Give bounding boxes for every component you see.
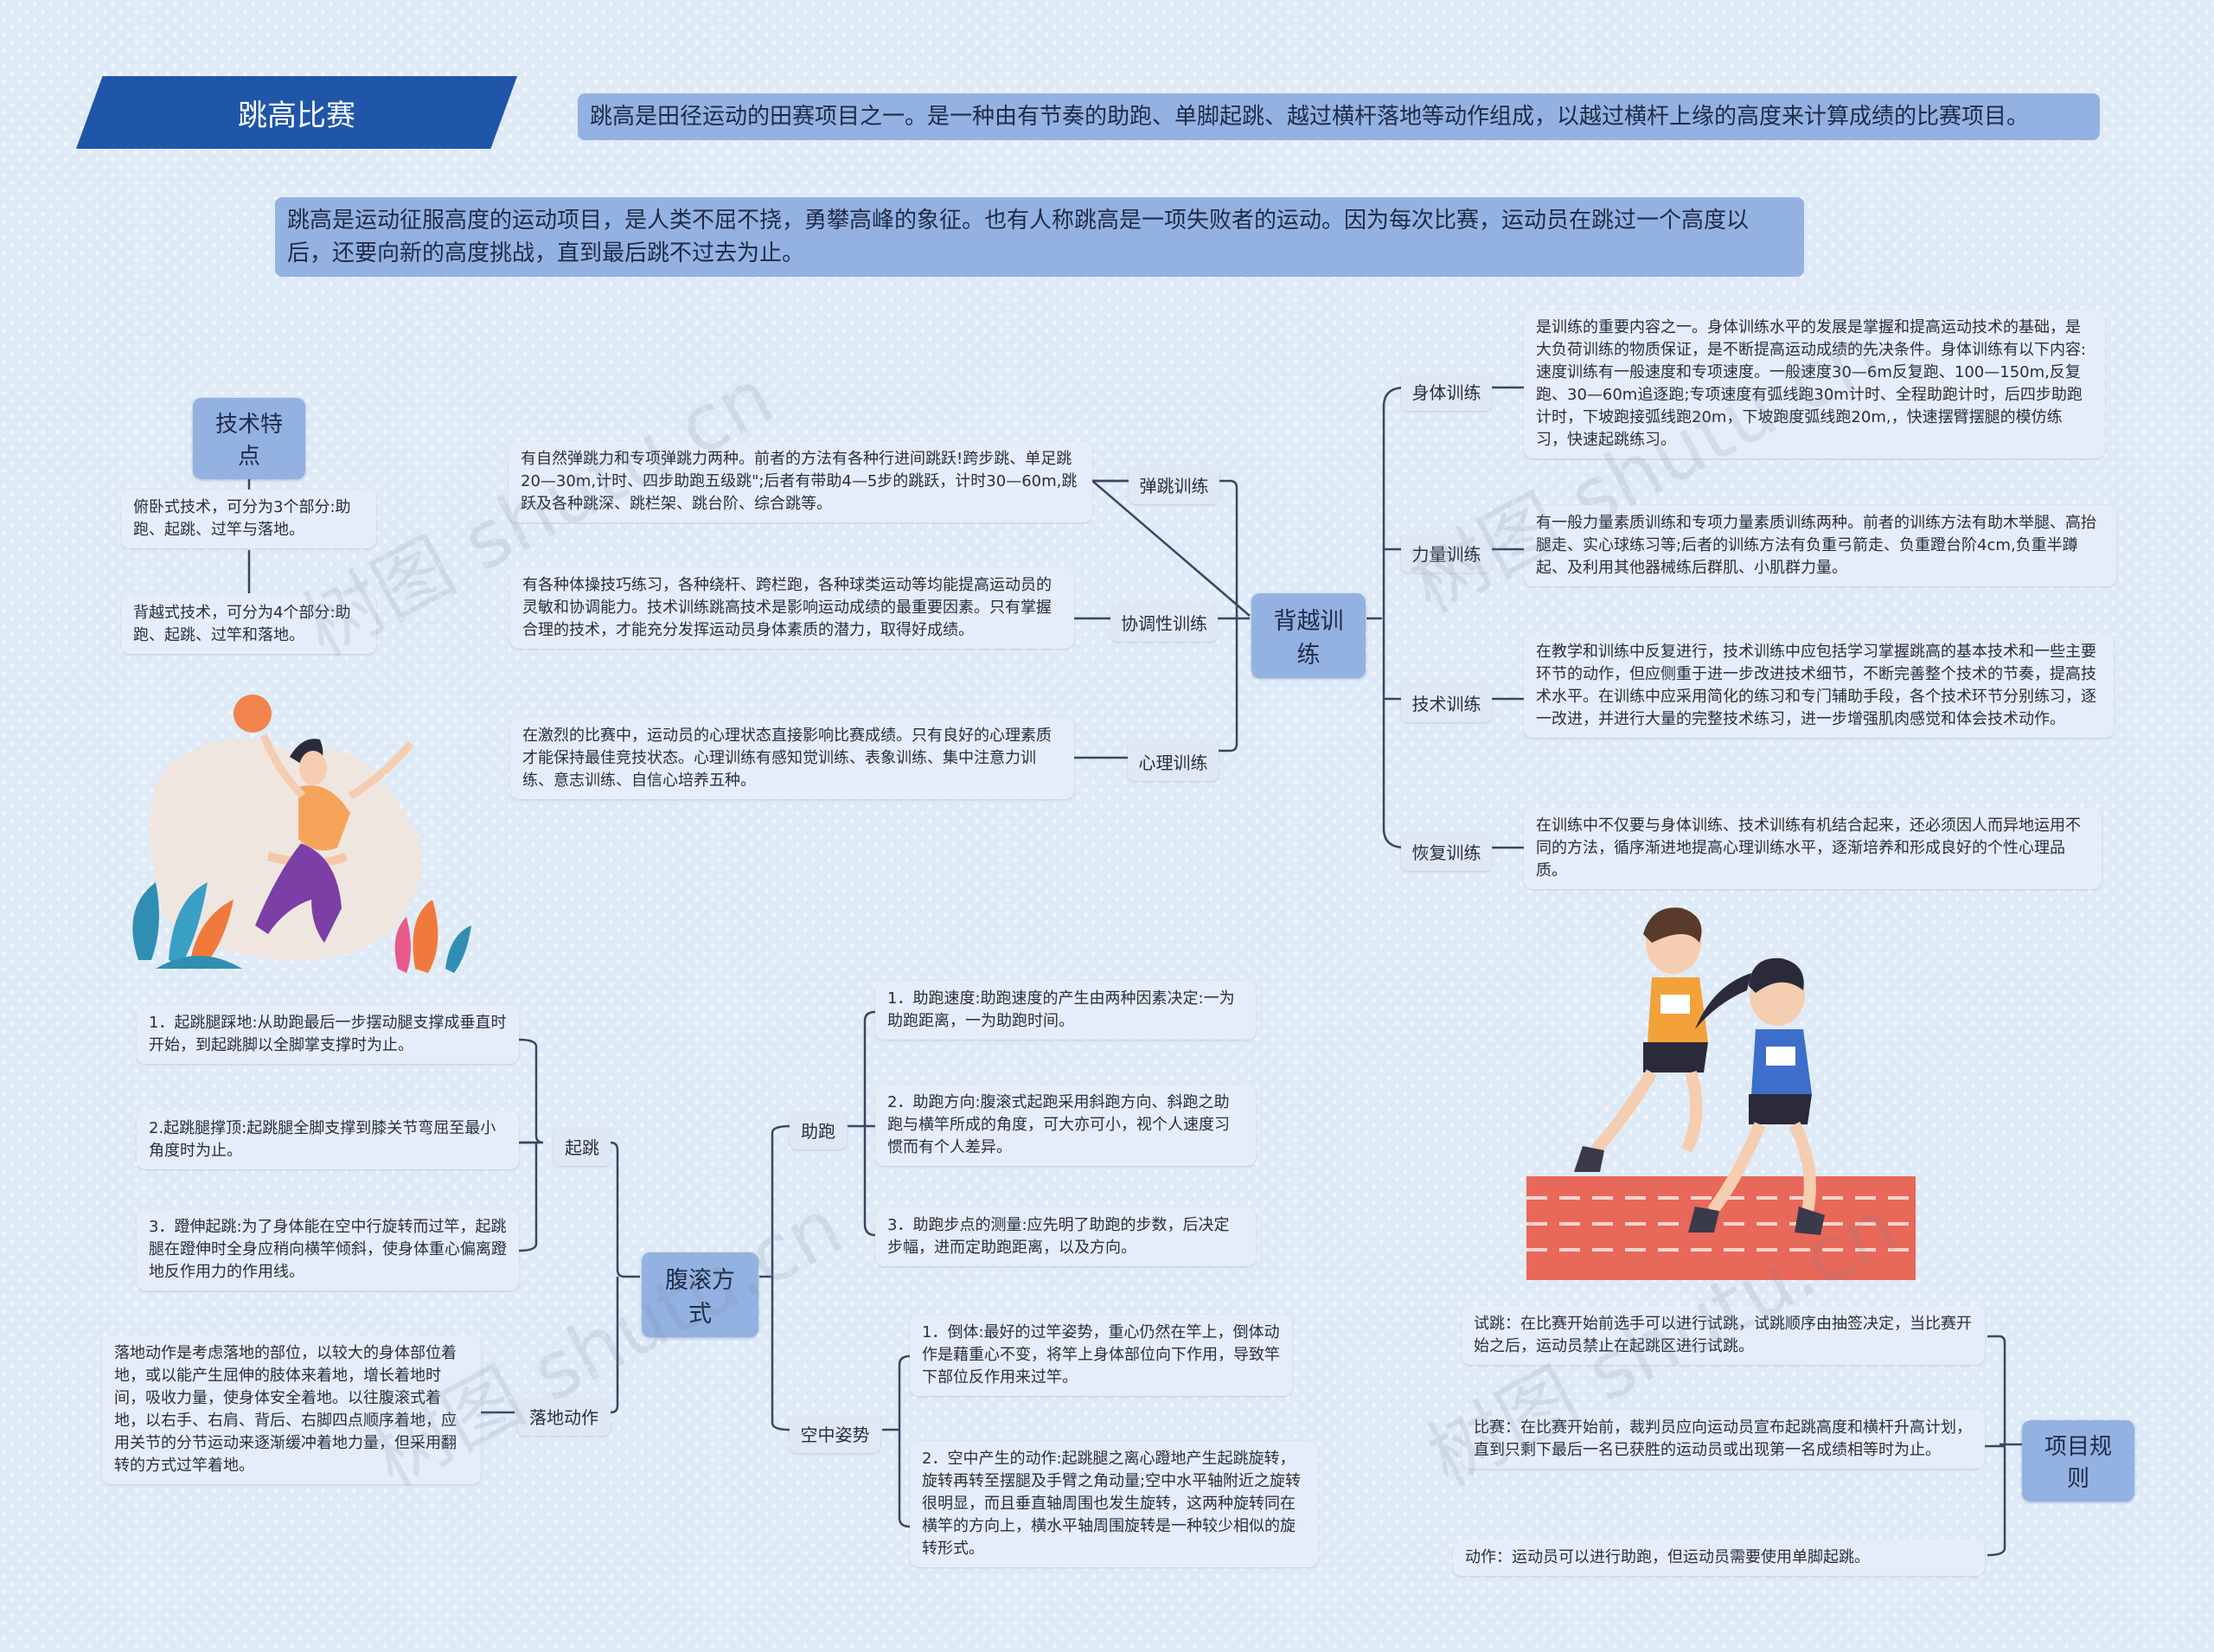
node-physical-training[interactable]: 身体训练: [1401, 372, 1492, 411]
node-coordination-training[interactable]: 协调性训练: [1110, 603, 1218, 642]
volleyball-player-illustration: [132, 695, 471, 973]
text-physical-training: 是训练的重要内容之一。身体训练水平的发展是掌握和提高运动技术的基础，是大负荷训练…: [1524, 310, 2105, 458]
takeoff-item-2: 2.起跳腿撑顶:起跳腿全脚支撑到膝关节弯屈至最小角度时为止。: [137, 1111, 519, 1169]
text-coordination-training: 有各种体操技巧练习，各种绕杆、跨栏跑，各种球类运动等均能提高运动员的灵敏和协调能…: [510, 567, 1074, 649]
tech-item-prone: 俯卧式技术，可分为3个部分:助跑、起跳、过竿与落地。: [121, 490, 376, 548]
rule-competition: 比赛：在比赛开始前，裁判员应向运动员宣布起跳高度和横杆升高计划，直到只剩下最后一…: [1462, 1410, 1985, 1469]
text-recovery-training: 在训练中不仅要与身体训练、技术训练有机结合起来，还必须因人而异地运用不同的方法，…: [1524, 808, 2102, 889]
node-technique-training[interactable]: 技术训练: [1401, 683, 1492, 722]
text-jump-training: 有自然弹跳力和专项弹跳力两种。前者的方法有各种行进间跳跃!跨步跳、单足跳20—3…: [509, 441, 1092, 522]
text-strength-training: 有一般力量素质训练和专项力量素质训练两种。前者的训练方法有助木举腿、高抬腿走、实…: [1524, 505, 2116, 586]
intro-definition: 跳高是田径运动的田赛项目之一。是一种由有节奏的助跑、单脚起跳、越过横杆落地等动作…: [578, 93, 2100, 140]
text-technique-training: 在教学和训练中反复进行，技术训练中应包括学习掌握跳高的基本技术和一些主要环节的动…: [1524, 634, 2114, 738]
runners-illustration: [1526, 907, 1916, 1280]
node-mental-training[interactable]: 心理训练: [1128, 742, 1219, 781]
node-recovery-training[interactable]: 恢复训练: [1401, 832, 1492, 871]
runup-item-2: 2．助跑方向:腹滚式起跑采用斜跑方向、斜跑之助跑与横竿所成的角度，可大亦可小，视…: [875, 1085, 1256, 1166]
takeoff-item-1: 1．起跳腿踩地:从助跑最后一步摆动腿支撑成垂直时开始，到起跳脚以全脚掌支撑时为止…: [137, 1005, 519, 1064]
takeoff-item-3: 3．蹬伸起跳:为了身体能在空中行旋转而过竿，起跳腿在蹬伸时全身应稍向横竿倾斜，使…: [137, 1209, 519, 1290]
node-event-rules[interactable]: 项目规则: [2022, 1420, 2134, 1502]
air-item-1: 1．倒体:最好的过竿姿势，重心仍然在竿上，倒体动作是藉重心不变，将竿上身体部位向…: [910, 1315, 1292, 1396]
node-flop-training[interactable]: 背越训练: [1251, 593, 1366, 678]
tech-item-flop: 背越式技术，可分为4个部分:助跑、起跳、过竿和落地。: [121, 595, 376, 654]
page-title: 跳高比赛: [76, 76, 517, 149]
intro-spirit: 跳高是运动征服高度的运动项目，是人类不屈不挠，勇攀高峰的象征。也有人称跳高是一项…: [275, 197, 1804, 277]
rule-trial: 试跳：在比赛开始前选手可以进行试跳，试跳顺序由抽签决定，当比赛开始之后，运动员禁…: [1462, 1306, 1985, 1365]
rule-action: 动作：运动员可以进行助跑，但运动员需要使用单脚起跳。: [1453, 1540, 1985, 1576]
air-item-2: 2．空中产生的动作:起跳腿之离心蹬地产生起跳旋转，旋转再转至摆腿及手臂之角动量;…: [910, 1441, 1318, 1567]
text-landing: 落地动作是考虑落地的部位，以较大的身体部位着地，或以能产生屈伸的肢体来着地，增长…: [102, 1335, 481, 1484]
node-landing[interactable]: 落地动作: [517, 1397, 611, 1436]
runup-item-3: 3．助跑步点的测量:应先明了助跑的步数，后决定步幅，进而定助跑距离，以及方向。: [875, 1207, 1256, 1266]
node-air-posture[interactable]: 空中姿势: [790, 1414, 880, 1453]
node-jump-training[interactable]: 弹跳训练: [1129, 465, 1219, 504]
text-mental-training: 在激烈的比赛中，运动员的心理状态直接影响比赛成绩。只有良好的心理素质才能保持最佳…: [510, 718, 1074, 799]
node-tech-features[interactable]: 技术特点: [193, 398, 305, 479]
node-takeoff[interactable]: 起跳: [554, 1127, 611, 1166]
node-strength-training[interactable]: 力量训练: [1401, 534, 1492, 573]
runup-item-1: 1．助跑速度:助跑速度的产生由两种因素决定:一为助跑距离，一为助跑时间。: [875, 981, 1256, 1040]
node-runup[interactable]: 助跑: [790, 1111, 847, 1149]
node-straddle-method[interactable]: 腹滚方式: [642, 1252, 758, 1337]
